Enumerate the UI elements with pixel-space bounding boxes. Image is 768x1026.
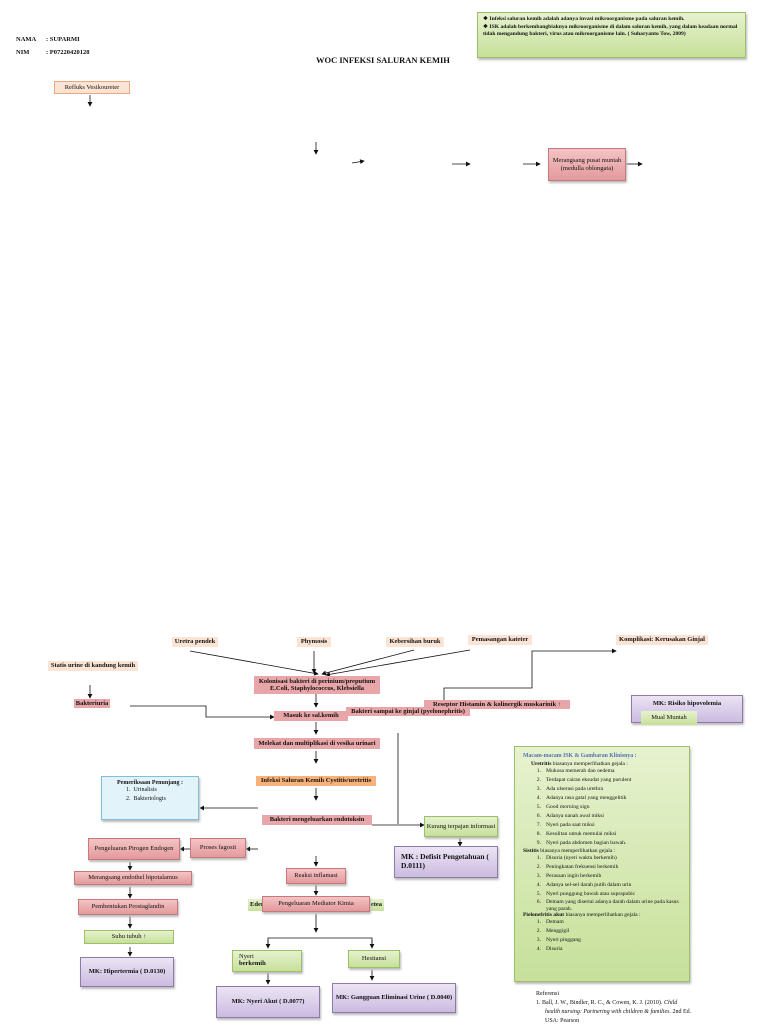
mual-muntah-node: Mual Muntah bbox=[641, 711, 697, 725]
hipotalamus-node: Merangsang endothel hipotalamus bbox=[74, 871, 192, 885]
reference-item: 1. Ball, J. W., Bindler, R. C., & Cowen,… bbox=[536, 1000, 678, 1006]
list-item: 9.Nyeri pada abdomen bagian bawah. bbox=[536, 840, 627, 846]
mk-eliminasi-node: MK: Gangguan Eliminasi Urine ( D.0040) bbox=[332, 983, 456, 1013]
definition-box: ❖ Infeksi saluran kemih adalah adanya in… bbox=[477, 12, 746, 58]
list-item: 3.Nyeri pinggang bbox=[536, 937, 581, 943]
list-item: 8.Kesulitan untuk memulai miksi bbox=[536, 831, 617, 837]
pirogen-node: Pengeluaran Pirogen Endogen bbox=[88, 838, 180, 860]
reseptor-node: Reseptor Histamin & kolinergik muskarini… bbox=[424, 700, 570, 709]
isk-box-title: Macam-macam ISK & Gambaran Klinisnya : bbox=[523, 753, 637, 759]
list-item: 1.Demam bbox=[536, 919, 564, 925]
page-title: WOC INFEKSI SALURAN KEMIH bbox=[316, 55, 450, 65]
list-item: 4.Adanya rasa gatal yang menggelitik bbox=[536, 795, 627, 801]
list-item: 5.Good morning sign bbox=[536, 804, 590, 810]
mk-nyeri-node: MK: Nyeri Akut ( D.0077) bbox=[216, 986, 320, 1018]
masuk-node: Masuk ke sal.kemih bbox=[274, 711, 348, 721]
nim-label: NIM bbox=[16, 49, 30, 56]
kurang-info-node: Kurang terpajan informasi bbox=[424, 816, 498, 837]
pemeriksaan-box: Pemeriksaan Penunjang : 1. Urinalisis 2.… bbox=[101, 776, 199, 820]
list-item: 6.Adanya nanah awal miksi bbox=[536, 813, 604, 819]
komplikasi-node: Komplikasi: Kerusakan Ginjal bbox=[616, 635, 708, 645]
pielonefritis-list: 1.Demam 2.Menggigil 3.Nyeri pinggang 4.D… bbox=[523, 918, 681, 954]
list-item: 5.Nyeri punggung bawah atau suprapubic bbox=[536, 891, 636, 897]
statis-node: Statis urine di kandung kemih bbox=[48, 661, 138, 671]
name-value: : SUPARMI bbox=[46, 36, 80, 43]
list-item: 4.Adanya sel-sel darah putih dalam urin bbox=[536, 882, 632, 888]
definition-line-1: ❖ Infeksi saluran kemih adalah adanya in… bbox=[483, 16, 685, 22]
uretritis-heading: Uretritis biasanya memperlihatkan gejala… bbox=[531, 761, 628, 767]
references: Referensi 1. Ball, J. W., Bindler, R. C.… bbox=[536, 990, 726, 1026]
nyeri-label: Nyeri bbox=[239, 953, 254, 960]
list-item: 1.Mukosa memerah dan oedema bbox=[536, 768, 615, 774]
list-item: 7.Nyeri pada saat miksi bbox=[536, 822, 595, 828]
endotoksin-node: Bakteri mengeluarkan endotoksin bbox=[262, 815, 372, 825]
name-label: NAMA bbox=[16, 36, 37, 43]
phymosis-node: Phymosis bbox=[297, 637, 331, 647]
prostaglandin-node: Pembentukan Prostaglandin bbox=[78, 899, 178, 915]
nyeri-sub-label: berkemih bbox=[239, 960, 266, 967]
pemeriksaan-title: Pemeriksaan Penunjang : bbox=[117, 780, 183, 786]
nyeri-node: Nyeri berkemih bbox=[232, 950, 302, 972]
list-item: 6.Demam yang disertai adanya darah dalam… bbox=[536, 899, 679, 912]
refluks-node: Refluks Vesikoureter bbox=[54, 81, 130, 94]
pemeriksaan-item: 1. Urinalisis bbox=[126, 787, 157, 793]
references-title: Referensi bbox=[536, 991, 559, 997]
uretra-node: Uretra pendek bbox=[172, 637, 218, 647]
sistitis-list: 1.Disuria (nyeri waktu berkemih) 2.Penin… bbox=[523, 854, 681, 912]
kateter-node: Pemasangan kateter bbox=[468, 635, 532, 645]
list-item: 3.Ada ulserasi pada urethra bbox=[536, 786, 603, 792]
pusat-muntah-node: Merangsang pusat muntah (medulla oblonga… bbox=[548, 148, 626, 181]
reference-item-line3: USA: Pearson bbox=[545, 1018, 580, 1024]
fagosit-node: Proses fagosit bbox=[190, 838, 246, 858]
hesitansi-node: Hesitansi bbox=[348, 950, 400, 968]
list-item: 2.Peningkatan frekuensi berkemih bbox=[536, 864, 619, 870]
definition-line-2: ❖ ISK adalah berkembangbiaknya mikroorga… bbox=[483, 23, 738, 38]
bakteriuria-node: Bakteriuria bbox=[74, 699, 110, 708]
reference-item-line2: health nursing: Partnering with children… bbox=[545, 1009, 692, 1015]
mk-hipertermia-node: MK: Hipertermia ( D.0130) bbox=[80, 957, 174, 987]
isk-types-box: Macam-macam ISK & Gambaran Klinisnya : U… bbox=[514, 746, 690, 982]
mk-defisit-node: MK : Defisit Pengetahuan ( D.0111) bbox=[394, 846, 498, 878]
kolonisasi-node: Kolonisasi bakteri di perinium/preputium… bbox=[254, 676, 380, 694]
nim-value: : P07220420128 bbox=[46, 49, 90, 56]
edema-right-label: etea bbox=[370, 901, 382, 909]
list-item: 2.Menggigil bbox=[536, 928, 570, 934]
infeksi-node: Infeksi Saluran Kemih Cystitis/uretritis bbox=[256, 776, 376, 786]
list-item: 4.Disuria bbox=[536, 946, 563, 952]
list-item: 3.Perasaan ingin berkemih bbox=[536, 873, 602, 879]
pielonefritis-heading: Pielonefritis akut biasanya memperlihatk… bbox=[523, 912, 641, 918]
mediator-node: Pengeluaran Mediator Kimia bbox=[262, 896, 370, 912]
bakteri-ginjal-node: Bakteri sampai ke ginjal (pyelonephritis… bbox=[346, 707, 470, 716]
pemeriksaan-item: 2. Bakteriologis bbox=[126, 796, 166, 802]
suhu-node: Suhu tubuh ↑ bbox=[84, 930, 174, 944]
melekat-node: Melekat dan multiplikasi di vesika urina… bbox=[254, 738, 380, 749]
reaksi-inflamasi-node: Reaksi inflamasi bbox=[286, 868, 346, 884]
kebersihan-node: Kebersihan buruk bbox=[386, 637, 444, 647]
sistitis-heading: Sistitis biasanya memperlihatkan gejala … bbox=[523, 848, 616, 854]
list-item: 1.Disuria (nyeri waktu berkemih) bbox=[536, 855, 617, 861]
edema-left-label: Edema bbox=[250, 901, 270, 909]
uretritis-list: 1.Mukosa memerah dan oedema 2.Terdapat c… bbox=[523, 767, 681, 848]
list-item: 2.Terdapat cairan eksudat yang purulent bbox=[536, 777, 632, 783]
